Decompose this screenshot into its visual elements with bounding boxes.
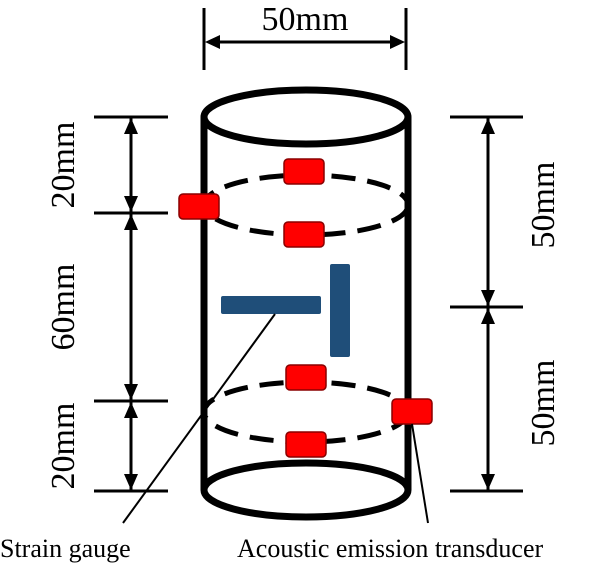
ae-transducer-upper-back: [283, 158, 325, 185]
cylinder-bottom-face: [200, 459, 412, 521]
strain-gauge-leader: [122, 313, 276, 524]
arrowhead-right: [390, 35, 405, 49]
ae-transducer-lower-front: [285, 431, 327, 458]
ae-transducer-lower-back: [285, 364, 327, 391]
left-bottom-height-label: 20mm: [45, 403, 82, 490]
ae-transducer-upper-left: [178, 193, 220, 220]
arrowhead-left: [205, 35, 220, 49]
right-upper-height-label: 50mm: [525, 162, 562, 249]
left-top-height-label: 20mm: [45, 122, 82, 209]
left-height-dimension: [94, 115, 168, 493]
ae-transducer-caption: Acoustic emission transducer: [237, 534, 543, 563]
diameter-dimension: [202, 8, 408, 70]
left-middle-height-label: 60mm: [45, 264, 82, 351]
vertical-strain-gauge: [330, 264, 350, 357]
horizontal-strain-gauge: [221, 296, 321, 314]
leader-lines: [122, 313, 429, 524]
strain-gauges: [221, 264, 350, 357]
strain-gauge-caption: Strain gauge: [0, 534, 131, 563]
diameter-label: 50mm: [262, 1, 349, 38]
cylinder-top-face: [200, 86, 412, 148]
ae-transducer-upper-front: [283, 221, 325, 248]
ae-transducer-leader: [411, 423, 429, 524]
right-lower-height-label: 50mm: [525, 360, 562, 447]
ae-transducers: [178, 158, 433, 458]
right-height-dimension: [450, 115, 523, 493]
ae-transducer-lower-right: [391, 398, 433, 425]
cylinder-specimen: [200, 86, 412, 521]
